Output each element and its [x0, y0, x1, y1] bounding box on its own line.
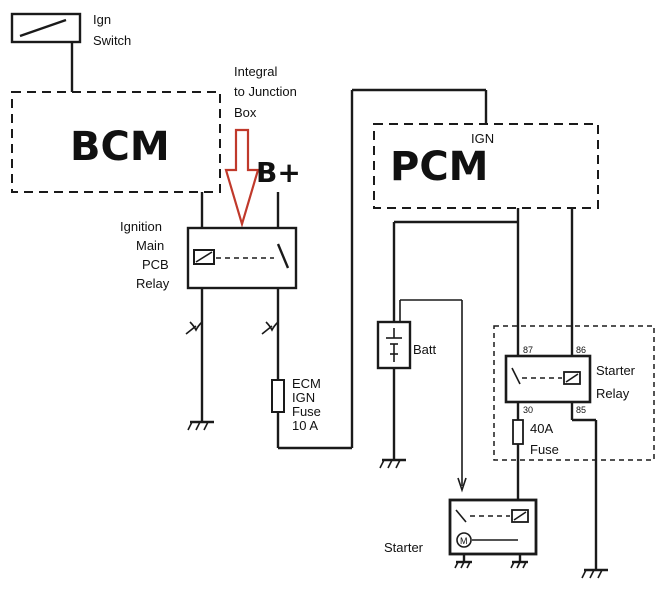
ignition-relay-box	[186, 226, 298, 290]
fuse-40a-icon	[512, 419, 524, 445]
fuse-40a-label-1: 40A	[530, 421, 553, 436]
ecm-fuse-icon	[271, 379, 285, 413]
connector-icon-tick	[185, 325, 197, 335]
integral-label-2: to Junction	[234, 84, 297, 99]
starter-relay-switch	[511, 367, 521, 385]
junction-arrow-icon	[224, 128, 260, 228]
fuse-40a-label-2: Fuse	[530, 442, 559, 457]
pcm-ign-label: IGN	[471, 131, 494, 146]
ecm-fuse-label-1: ECM	[292, 376, 321, 391]
ground-icon	[581, 568, 608, 579]
starter-switch	[455, 509, 467, 523]
connector-icon	[265, 321, 279, 332]
ignition-relay-label-2: Main	[136, 238, 164, 253]
pin-86-label: 86	[576, 345, 586, 355]
starter-relay-enclosure	[493, 325, 655, 461]
bcm-label: BCM	[70, 124, 170, 170]
ecm-fuse-label-2: IGN	[292, 390, 315, 405]
motor-label: M	[460, 536, 468, 546]
starter-box	[448, 498, 538, 556]
connector-icon	[189, 321, 203, 332]
starter-relay-label-1: Starter	[596, 363, 636, 378]
motor-icon	[456, 532, 472, 548]
pcm-label: PCM	[390, 144, 488, 190]
starter-relay-label-2: Relay	[596, 386, 630, 401]
integral-label-1: Integral	[234, 64, 277, 79]
b-plus-label: B+	[256, 156, 301, 189]
ign-switch-label-2: Switch	[93, 33, 131, 48]
integral-label-3: Box	[234, 105, 257, 120]
ignition-switch-box	[10, 12, 82, 44]
ignition-relay-label-1: Ignition	[120, 219, 162, 234]
starter-label: Starter	[384, 540, 424, 555]
relay-switch-contact	[276, 243, 290, 269]
ecm-fuse-label-4: 10 A	[292, 418, 318, 433]
battery-icon	[386, 328, 402, 362]
ground-icon	[510, 560, 528, 569]
starter-relay-coil-diagonal	[565, 373, 579, 383]
switch-contact	[19, 18, 67, 38]
pin-30-label: 30	[523, 405, 533, 415]
ground-icon	[379, 458, 406, 469]
pcm-box	[373, 123, 599, 209]
starter-solenoid-diagonal	[513, 511, 527, 521]
ignition-switch	[10, 12, 82, 92]
ground-icon	[187, 420, 214, 431]
batt-label: Batt	[413, 342, 437, 357]
pin-85-label: 85	[576, 405, 586, 415]
ignition-relay-label-4: Relay	[136, 276, 170, 291]
connector-icon-tick	[261, 325, 273, 335]
relay-coil-diagonal	[195, 251, 213, 263]
ignition-relay-label-3: PCB	[142, 257, 169, 272]
ign-switch-label-1: Ign	[93, 12, 111, 27]
bcm-box	[11, 91, 221, 193]
starter-relay-box	[504, 354, 592, 404]
ecm-fuse-label-3: Fuse	[292, 404, 321, 419]
pin-87-label: 87	[523, 345, 533, 355]
arrow-to-starter-icon	[457, 477, 467, 493]
ground-icon	[454, 560, 472, 569]
